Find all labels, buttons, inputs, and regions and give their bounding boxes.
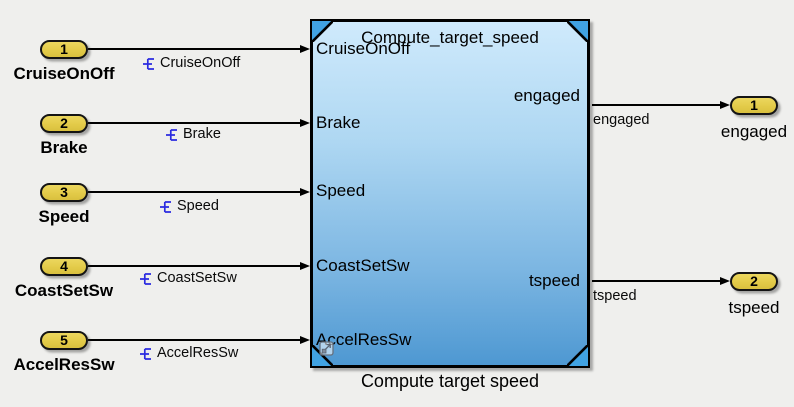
stateflow-chart-block[interactable]: Compute_target_speed CruiseOnOff Brake S… xyxy=(310,19,590,368)
inport-block-3[interactable]: 3 xyxy=(40,183,88,202)
inport-block-2[interactable]: 2 xyxy=(40,114,88,133)
signal-label-group[interactable]: tspeed xyxy=(593,289,637,304)
wire-arrowhead xyxy=(720,100,730,109)
wire-coastsetsw[interactable] xyxy=(88,265,302,267)
inport-number: 1 xyxy=(60,41,68,57)
wire-arrowhead xyxy=(300,44,310,53)
signal-resolve-badge-icon xyxy=(140,272,151,285)
wire-speed[interactable] xyxy=(88,191,302,193)
chart-corner-notch xyxy=(312,21,333,42)
signal-label-group[interactable]: AccelResSw xyxy=(140,346,238,361)
signal-label-group[interactable]: engaged xyxy=(593,113,649,128)
outport-name-label: tspeed xyxy=(728,298,780,317)
signal-resolve-badge-icon xyxy=(160,200,171,213)
chart-inport-label: AccelResSw xyxy=(316,330,412,349)
outport-number: 2 xyxy=(750,273,758,289)
signal-name-label: Speed xyxy=(177,198,219,214)
wire-cruiseonoff[interactable] xyxy=(88,48,302,50)
chart-outport-label: engaged xyxy=(513,86,580,105)
inport-name-label: CoastSetSw xyxy=(14,281,114,300)
inport-name-label: Speed xyxy=(38,207,90,226)
signal-label-group[interactable]: Speed xyxy=(160,199,219,214)
inport-block-4[interactable]: 4 xyxy=(40,257,88,276)
stateflow-chart-badge-icon xyxy=(319,341,334,356)
chart-inport-label: CoastSetSw xyxy=(316,256,410,275)
inport-number: 2 xyxy=(60,115,68,131)
inport-name-label: CruiseOnOff xyxy=(13,64,115,83)
inport-name-label: Brake xyxy=(40,138,88,157)
chart-inport-label: Brake xyxy=(316,113,361,132)
signal-resolve-badge-icon xyxy=(140,347,151,360)
chart-name-label: Compute target speed xyxy=(360,371,540,391)
chart-corner-notch xyxy=(567,345,588,366)
wire-arrowhead xyxy=(720,276,730,285)
signal-resolve-badge-icon xyxy=(143,57,154,70)
wire-arrowhead xyxy=(300,335,310,344)
chart-corner-notch xyxy=(567,21,588,42)
signal-resolve-badge-icon xyxy=(166,128,177,141)
signal-label-group[interactable]: CoastSetSw xyxy=(140,271,237,286)
chart-inport-label: Speed xyxy=(316,181,366,200)
wire-arrowhead xyxy=(300,187,310,196)
outport-number: 1 xyxy=(750,97,758,113)
chart-inport-label: CruiseOnOff xyxy=(316,39,411,58)
inport-number: 5 xyxy=(60,332,68,348)
signal-name-label: CoastSetSw xyxy=(157,270,237,286)
inport-number: 4 xyxy=(60,258,68,274)
outport-block-1[interactable]: 1 xyxy=(730,96,778,115)
wire-arrowhead xyxy=(300,118,310,127)
wire-brake[interactable] xyxy=(88,122,302,124)
inport-number: 3 xyxy=(60,184,68,200)
inport-block-1[interactable]: 1 xyxy=(40,40,88,59)
wire-tspeed[interactable] xyxy=(592,280,721,282)
signal-name-label: CruiseOnOff xyxy=(160,55,241,71)
wire-engaged[interactable] xyxy=(592,104,721,106)
wire-arrowhead xyxy=(300,261,310,270)
wire-accelressw[interactable] xyxy=(88,339,302,341)
signal-name-label: tspeed xyxy=(593,288,637,304)
outport-name-label: engaged xyxy=(720,122,788,141)
signal-name-label: engaged xyxy=(593,112,650,128)
signal-label-group[interactable]: CruiseOnOff xyxy=(143,56,240,71)
inport-block-5[interactable]: 5 xyxy=(40,331,88,350)
outport-block-2[interactable]: 2 xyxy=(730,272,778,291)
chart-title-label: Compute_target_speed xyxy=(361,28,539,47)
inport-name-label: AccelResSw xyxy=(13,355,115,374)
signal-label-group[interactable]: Brake xyxy=(166,127,221,142)
signal-name-label: Brake xyxy=(183,126,221,142)
signal-name-label: AccelResSw xyxy=(157,345,239,361)
chart-outport-label: tspeed xyxy=(528,271,580,290)
